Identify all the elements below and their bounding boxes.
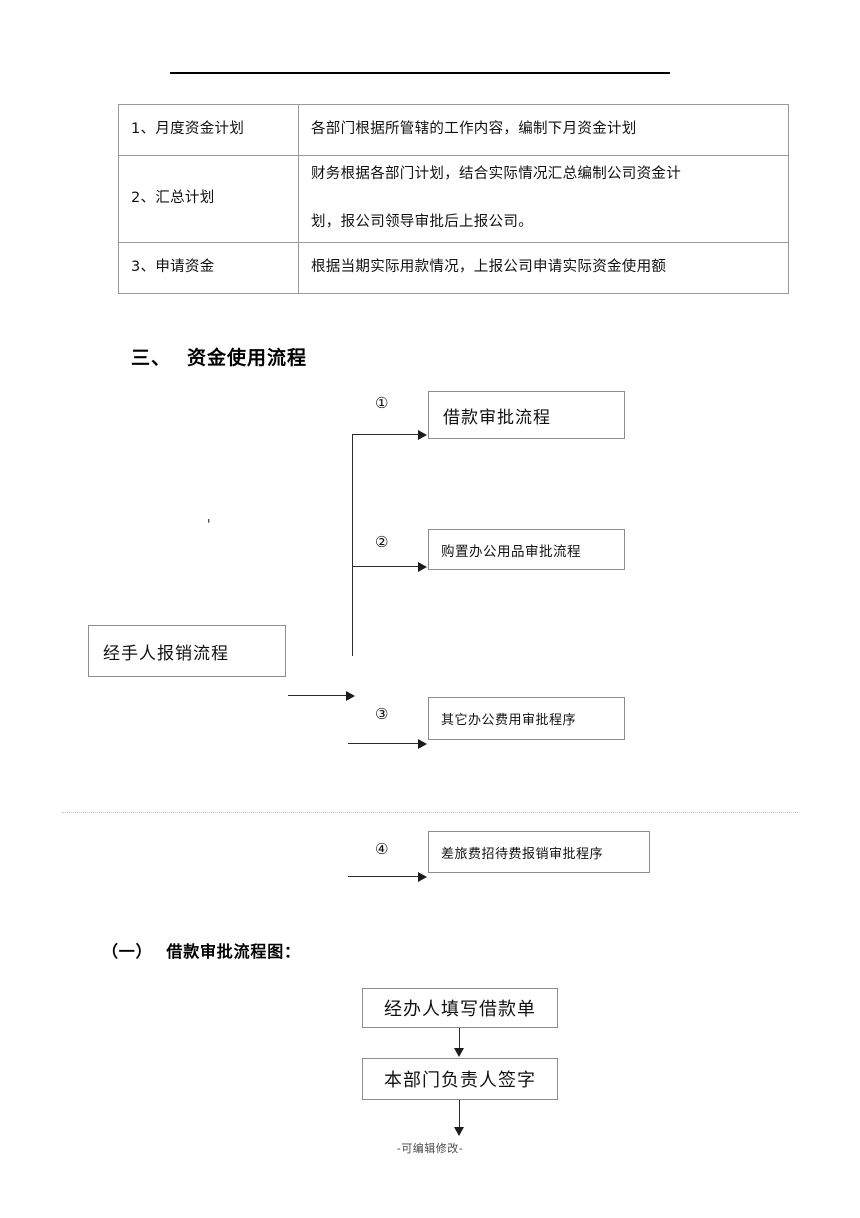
flow-box-loan-approval: 借款审批流程	[428, 391, 625, 439]
section-title: 资金使用流程	[187, 347, 308, 369]
arrow-down-icon	[454, 1127, 464, 1136]
desc-line: 划，报公司领导审批后上报公司。	[311, 214, 533, 230]
subsection-heading: （一） 借款审批流程图：	[102, 938, 301, 962]
flow-box-label: 购置办公用品审批流程	[441, 543, 581, 560]
table-cell-desc: 财务根据各部门计划，结合实际情况汇总编制公司资金计 划，报公司领导审批后上报公司…	[298, 155, 789, 243]
flow-box-label: 差旅费招待费报销审批程序	[441, 846, 604, 862]
arrow-right-icon	[418, 561, 427, 572]
table-cell-label: 1、月度资金计划	[118, 104, 299, 156]
chart-step-box-2: 本部门负责人签字	[362, 1058, 558, 1100]
flow-trunk-line	[352, 434, 353, 656]
table-cell-desc: 根据当期实际用款情况，上报公司申请实际资金使用额	[298, 242, 789, 294]
flow-connector-line-source	[288, 695, 348, 696]
table-row: 1、月度资金计划 各部门根据所管辖的工作内容，编制下月资金计划	[118, 104, 789, 156]
footer-note: -可编辑修改-	[396, 1142, 464, 1155]
arrow-down-icon	[454, 1048, 464, 1057]
table-row: 2、汇总计划 财务根据各部门计划，结合实际情况汇总编制公司资金计 划，报公司领导…	[118, 155, 789, 243]
section-heading: 三、资金使用流程	[131, 343, 307, 370]
chart-step-label: 本部门负责人签字	[384, 1070, 536, 1091]
page-break-separator	[62, 812, 798, 813]
flow-marker-4: ④	[375, 840, 389, 858]
chart-connector-line-2	[459, 1100, 460, 1128]
stray-mark: '	[207, 518, 211, 533]
chart-connector-line-1	[459, 1028, 460, 1049]
table-cell-label: 3、申请资金	[118, 242, 299, 294]
subsection-title: 借款审批流程图：	[166, 942, 301, 961]
flow-branch-line-2	[352, 566, 420, 567]
desc-line: 根据当期实际用款情况，上报公司申请实际资金使用额	[311, 259, 667, 276]
arrow-right-icon	[418, 738, 427, 749]
flow-branch-line-3	[348, 743, 420, 744]
subsection-number: （一）	[102, 942, 153, 961]
table-cell-label: 2、汇总计划	[118, 155, 299, 243]
arrow-right-icon	[346, 690, 355, 701]
fund-plan-table: 1、月度资金计划 各部门根据所管辖的工作内容，编制下月资金计划 2、汇总计划 财…	[118, 104, 789, 294]
flow-box-handler-reimbursement: 经手人报销流程	[88, 625, 286, 677]
flow-box-office-supplies-approval: 购置办公用品审批流程	[428, 529, 625, 570]
flow-box-travel-entertainment-approval: 差旅费招待费报销审批程序	[428, 831, 650, 873]
flow-marker-1: ①	[375, 394, 389, 412]
flow-branch-line-1	[352, 434, 420, 435]
flow-box-other-office-expense-approval: 其它办公费用审批程序	[428, 697, 625, 740]
flow-marker-3: ③	[375, 705, 389, 723]
flow-branch-line-4	[348, 876, 420, 877]
chart-step-label: 经办人填写借款单	[384, 999, 536, 1020]
table-cell-desc: 各部门根据所管辖的工作内容，编制下月资金计划	[298, 104, 789, 156]
desc-line: 各部门根据所管辖的工作内容，编制下月资金计划	[311, 121, 637, 138]
section-number: 三、	[131, 347, 172, 369]
arrow-right-icon	[418, 871, 427, 882]
chart-step-box-1: 经办人填写借款单	[362, 988, 558, 1028]
table-row: 3、申请资金 根据当期实际用款情况，上报公司申请实际资金使用额	[118, 242, 789, 294]
desc-line: 财务根据各部门计划，结合实际情况汇总编制公司资金计	[311, 166, 681, 183]
top-horizontal-rule	[170, 72, 670, 74]
arrow-right-icon	[418, 429, 427, 440]
flow-marker-2: ②	[375, 533, 389, 551]
flow-box-label: 经手人报销流程	[103, 643, 229, 664]
flow-box-label: 其它办公费用审批程序	[441, 713, 577, 728]
flow-box-label: 借款审批流程	[443, 407, 551, 428]
